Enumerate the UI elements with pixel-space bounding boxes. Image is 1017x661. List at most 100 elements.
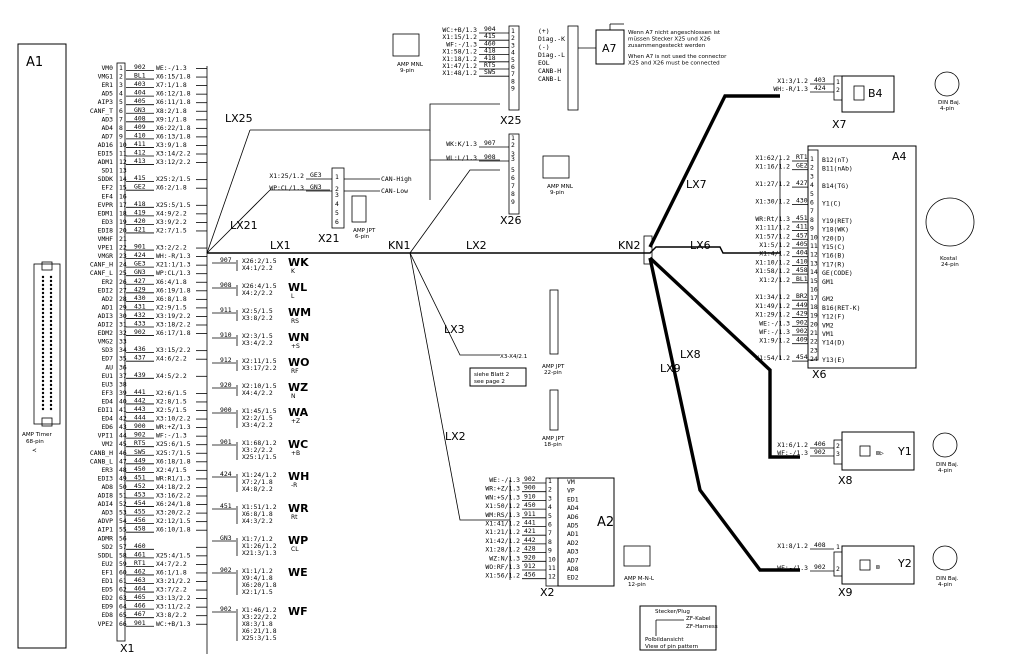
a4-src: X1:2/1.2 <box>759 276 790 284</box>
a1-pin-dest: X3:9/2.2 <box>156 218 187 226</box>
a1-plug-pin <box>41 403 45 407</box>
a1-pin-wire: 462 <box>134 567 146 575</box>
splice-code: WC <box>288 438 308 451</box>
a1-pin-wire: 404 <box>134 89 146 97</box>
a1-pin-label: VM2 <box>101 440 113 448</box>
a1-plug-pin <box>49 347 53 351</box>
a1-pin-number: 18 <box>119 209 127 217</box>
a1-pin-label: AD3 <box>101 115 113 123</box>
a4-src: X1:11/1.2 <box>755 224 790 232</box>
a4-wire: 902 <box>796 318 808 326</box>
x21-dest: CAN-Low <box>381 187 408 195</box>
a1-pin-label: ER1 <box>101 81 113 89</box>
a1-plug-pin <box>41 355 45 359</box>
a4-pin: 15 <box>810 277 818 285</box>
splice-sub: +Z <box>291 418 300 425</box>
lx7-label: LX7 <box>686 178 707 191</box>
a1-pin-dest: X7:1/1.8 <box>156 81 187 89</box>
a1-plug-pin <box>49 291 53 295</box>
a2-src: X1:42/1.2 <box>485 537 520 545</box>
a1-pin-dest: X9:1/1.8 <box>156 115 187 123</box>
lx25-label: LX25 <box>225 112 253 125</box>
splice-dest: X4:4/2.2 <box>242 389 273 397</box>
a1-plug-pin <box>41 279 45 283</box>
a2-signal: AD6 <box>567 513 579 521</box>
a1-pin-number: 62 <box>119 586 127 594</box>
a1-pin-number: 5 <box>119 98 123 106</box>
y1-plug-icon <box>932 432 958 458</box>
a4-pin: 5 <box>810 190 814 198</box>
x25-wire: 418 <box>484 47 496 55</box>
lx3-label: LX3 <box>444 323 465 336</box>
y2-src: WE:-/1.3 <box>777 564 808 572</box>
a1-plug-pin <box>49 303 53 307</box>
a4-src: X1:57/1.2 <box>755 232 790 240</box>
a4-signal: GM2 <box>822 295 834 303</box>
x26-src: WL:L/1.3 <box>446 154 477 162</box>
a1-plug-pin <box>49 391 53 395</box>
a2-wire: 911 <box>524 510 536 518</box>
a2-signal: AD3 <box>567 548 579 556</box>
a2-src: WN:+S/1.3 <box>485 493 520 501</box>
harness-lx21 <box>206 189 271 254</box>
a4-wire: 454 <box>796 353 808 361</box>
a1-plug-pin <box>41 351 45 355</box>
a4-pin: 23 <box>810 346 818 354</box>
splice-sub: K <box>291 268 296 275</box>
splice-dest: X2:1/1.5 <box>242 588 273 596</box>
y2-label: Y2 <box>897 557 912 570</box>
splice-dest: X6:21/1.8 <box>242 627 277 635</box>
a4-conn: Kostal <box>940 256 957 262</box>
a1-pin-number: 34 <box>119 346 127 354</box>
a4-pin: 22 <box>810 338 818 346</box>
a1-pin-wire: 443 <box>134 405 146 413</box>
a1-plug-pin <box>49 395 53 399</box>
a1-pin-number: 14 <box>119 175 127 183</box>
a1-pin-wire: RT1 <box>134 559 146 567</box>
a1-pin-wire: 455 <box>134 508 146 516</box>
a1-pin-label: EVPR <box>98 201 114 209</box>
a4-pin: 11 <box>810 242 818 250</box>
a1-pin-label: VPI1 <box>98 432 114 440</box>
a1-pin-number: 63 <box>119 594 127 602</box>
harness-lx7 <box>648 94 780 248</box>
a1-pin-number: 47 <box>119 457 127 465</box>
a4-src: WR:Rt/1.3 <box>755 215 790 223</box>
a1-pin-dest: X2:9/1.5 <box>156 303 187 311</box>
a1-pin-dest: X6:11/1.8 <box>156 98 191 106</box>
a7-note-en: When A7 is not used the connector <box>628 54 727 60</box>
a2-pin: 10 <box>548 555 556 563</box>
a1-pin-wire: GN3 <box>134 268 146 276</box>
a2-pin: 5 <box>548 512 552 520</box>
a7-box <box>595 29 625 65</box>
x25-wire: 460 <box>484 39 496 47</box>
splice-dest: X1:26/1.2 <box>242 542 277 550</box>
a1-plug-pin <box>49 331 53 335</box>
a2-src: WE:-/1.3 <box>489 476 520 484</box>
x21-plug-icon <box>351 195 367 223</box>
a1-plug-pin <box>41 335 45 339</box>
a1-pin-label: AD4 <box>101 124 113 132</box>
y2-pin: 2 <box>836 565 840 573</box>
a2-src: X1:50/1.2 <box>485 502 520 510</box>
a4-wire: 409 <box>796 336 808 344</box>
a1-pin-wire: 902 <box>134 328 146 336</box>
x25-diag: (+) <box>538 27 550 35</box>
a4-signal: Y15(C) <box>822 243 845 251</box>
y1-wire: 902 <box>814 448 826 456</box>
y1-label: Y1 <box>897 445 912 458</box>
a1-pin-wire: 424 <box>134 251 146 259</box>
a1-pin-wire: 453 <box>134 491 146 499</box>
y1-pins: 4-pin <box>938 468 953 474</box>
x3-pins: 22-pin <box>544 370 562 376</box>
y1-pin: 2 <box>836 442 840 450</box>
a4-wire: BL1 <box>796 275 808 283</box>
a4-src: WE:-/1.3 <box>759 319 790 327</box>
a4-src: X1:34/1.2 <box>755 293 790 301</box>
x1-strip <box>116 62 126 642</box>
x25-conn: AMP MNL <box>397 62 424 68</box>
a4-src: X1:4/1.2 <box>759 250 790 258</box>
a1-plug-pin <box>41 319 45 323</box>
